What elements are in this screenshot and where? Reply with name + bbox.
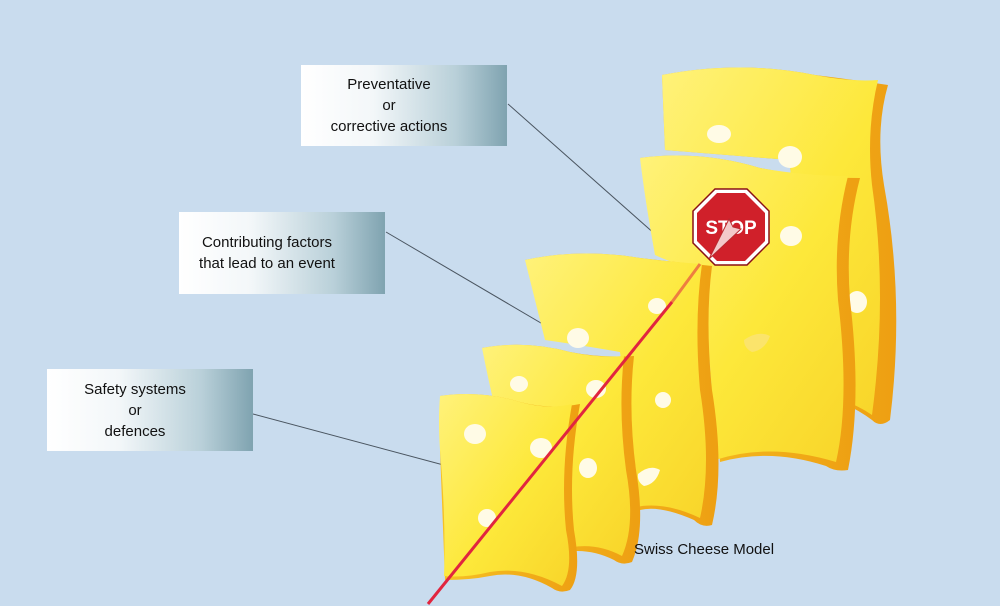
label-line: corrective actions bbox=[330, 118, 448, 135]
cheese-hole bbox=[780, 226, 802, 246]
cheese-hole bbox=[510, 376, 528, 392]
label-line: or bbox=[128, 401, 142, 419]
label-line: Contributing factors bbox=[201, 234, 333, 251]
label-line: that lead to an event bbox=[199, 255, 335, 272]
label-line: defences bbox=[104, 422, 166, 440]
arrow-pointer-icon bbox=[708, 217, 743, 260]
label-contributing-factors: Contributing factors that lead to an eve… bbox=[179, 212, 385, 294]
cheese-slice-1 bbox=[439, 394, 580, 592]
stop-sign-icon: STOP bbox=[692, 188, 770, 266]
cheese-slice-3 bbox=[525, 253, 719, 526]
label-line: Preventative bbox=[347, 76, 431, 93]
label-preventative-actions: Preventative or corrective actions bbox=[301, 65, 507, 146]
cheese-hole bbox=[586, 380, 606, 398]
cheese-hole bbox=[707, 125, 731, 143]
cheese-hole bbox=[778, 146, 802, 168]
cheese-hole bbox=[655, 392, 671, 408]
diagram-caption: Swiss Cheese Model bbox=[634, 541, 775, 558]
label-line: or bbox=[382, 97, 396, 114]
cheese-hole bbox=[579, 458, 597, 478]
cheese-hole bbox=[530, 438, 552, 458]
hazard-line-tip bbox=[670, 263, 702, 303]
cheese-hole bbox=[478, 509, 496, 527]
cheese-hole bbox=[744, 333, 770, 352]
hazard-line bbox=[426, 301, 674, 605]
cheese-hole bbox=[464, 424, 486, 444]
label-line: Safety systems bbox=[84, 380, 186, 398]
hazard-trajectory bbox=[426, 263, 702, 605]
label-safety-systems: Safety systems or defences bbox=[47, 369, 253, 451]
cheese-hole bbox=[847, 291, 867, 313]
cheese-hole bbox=[637, 467, 660, 486]
cheese-hole bbox=[567, 328, 589, 348]
cheese-hole bbox=[648, 298, 666, 314]
